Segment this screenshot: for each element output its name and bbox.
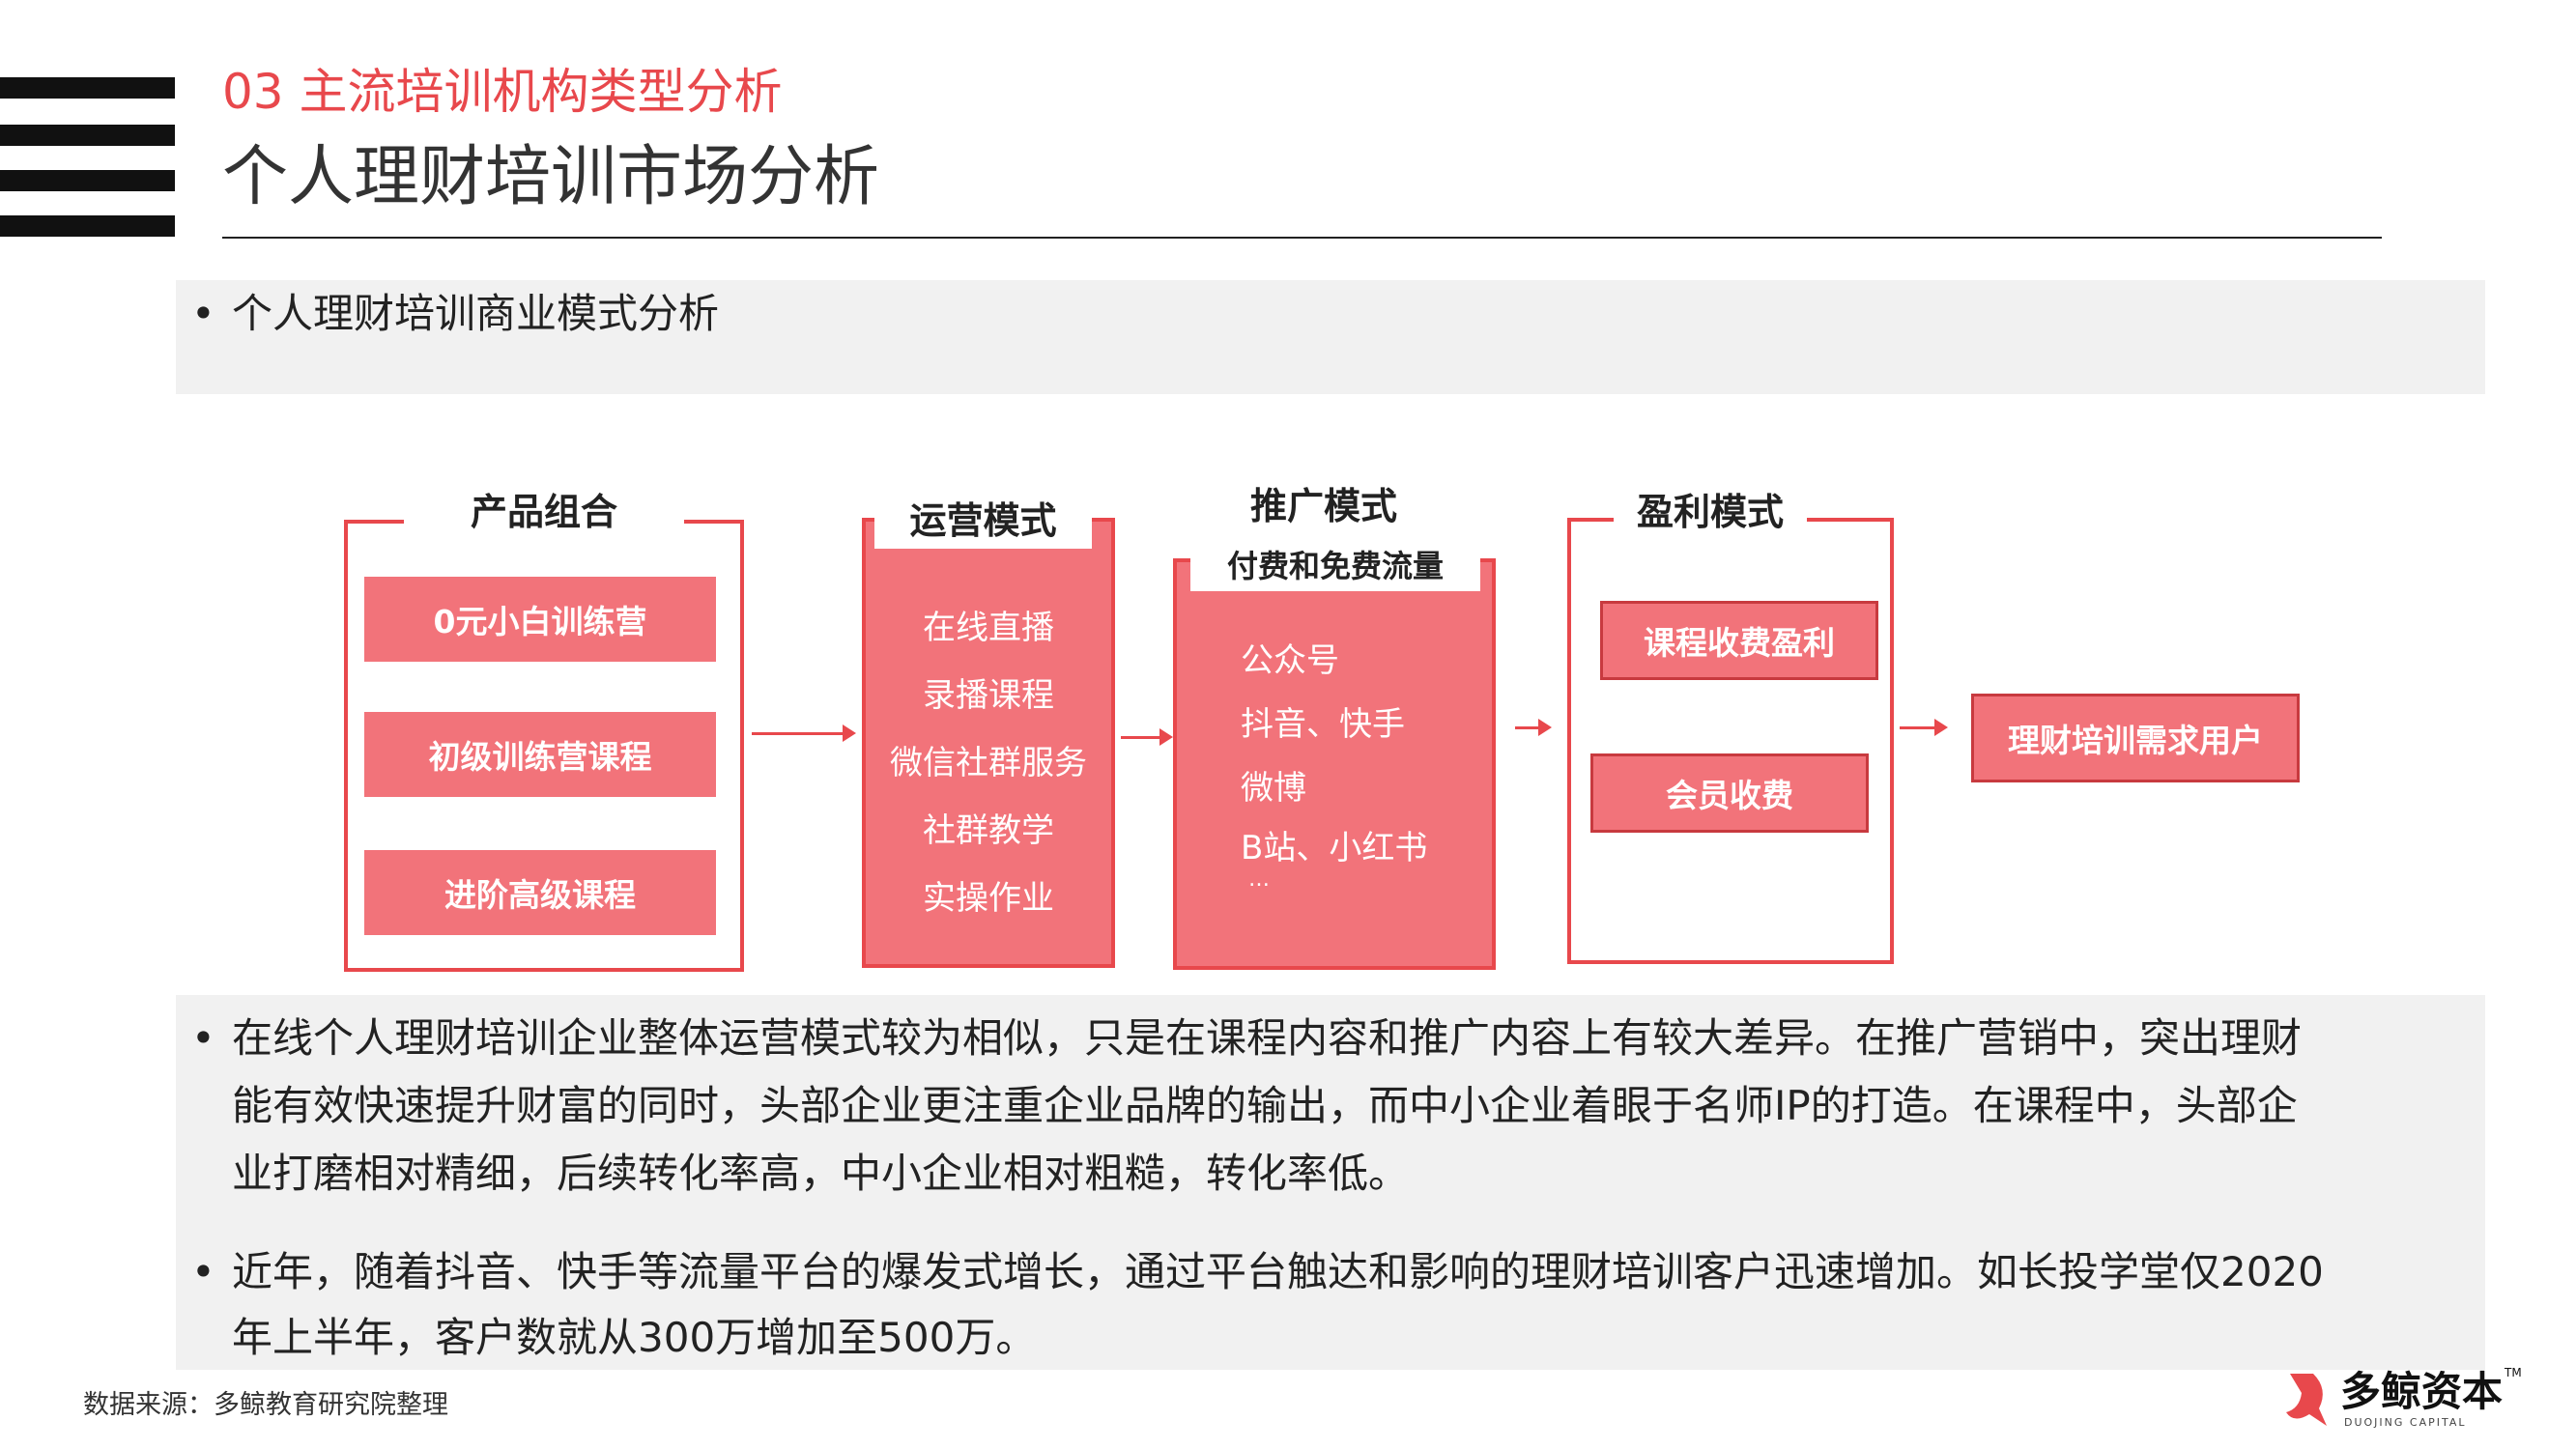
section-label: 03 主流培训机构类型分析 — [222, 64, 783, 120]
top-panel — [176, 280, 2485, 394]
operation-item-4: 实操作业 — [923, 879, 1054, 918]
top-panel-bullet: 个人理财培训商业模式分析 — [232, 290, 720, 337]
paragraph-1-line-3: 业打磨相对精细，后续转化率高，中小企业相对粗糙，转化率低。 — [232, 1150, 1410, 1197]
target-users-box: 理财培训需求用户 — [1971, 694, 2300, 782]
arrow-promotion-to-profit — [1515, 719, 1552, 736]
bullet-dot: • — [191, 1248, 215, 1295]
paragraph-1-line-1: 在线个人理财培训企业整体运营模式较为相似，只是在课程内容和推广内容上有较大差异。… — [232, 1014, 2303, 1062]
company-logo: 多鲸资本 DUOJING CAPITAL TM — [2280, 1366, 2522, 1430]
promotion-item-0: 公众号 — [1241, 641, 1339, 680]
profit-group-title: 盈利模式 — [1614, 491, 1807, 535]
promotion-item-4: … — [1248, 867, 1270, 892]
logo-text: 多鲸资本 — [2340, 1368, 2504, 1415]
promotion-group-subtitle: 付费和免费流量 — [1190, 541, 1480, 591]
product-group-title: 产品组合 — [404, 491, 684, 535]
promotion-item-3: B站、小红书 — [1241, 829, 1428, 867]
promotion-item-2: 微博 — [1241, 769, 1306, 808]
arrow-product-to-operation — [752, 724, 856, 742]
arrow-profit-to-target — [1900, 719, 1948, 736]
bottom-panel — [176, 995, 2485, 1370]
profit-item-0: 课程收费盈利 — [1600, 601, 1878, 680]
header-stripe-1 — [0, 77, 175, 99]
profit-item-1: 会员收费 — [1590, 753, 1869, 833]
paragraph-2-line-1: 近年，随着抖音、快手等流量平台的爆发式增长，通过平台触达和影响的理财培训客户迅速… — [232, 1248, 2324, 1295]
promotion-item-1: 抖音、快手 — [1241, 705, 1405, 744]
operation-item-0: 在线直播 — [923, 609, 1054, 647]
promotion-group-box — [1173, 558, 1496, 970]
profit-group-box — [1567, 518, 1894, 964]
paragraph-2-line-2: 年上半年，客户数就从300万增加至500万。 — [232, 1314, 1037, 1361]
logo-trademark: TM — [2504, 1366, 2522, 1379]
page-title: 个人理财培训市场分析 — [222, 139, 880, 215]
header-stripe-2 — [0, 125, 175, 146]
operation-item-3: 社群教学 — [923, 811, 1054, 850]
arrow-operation-to-promotion — [1121, 728, 1173, 746]
header-stripe-3 — [0, 170, 175, 191]
logo-subtext: DUOJING CAPITAL — [2344, 1416, 2467, 1429]
data-source-note: 数据来源：多鲸教育研究院整理 — [83, 1390, 448, 1420]
product-item-2: 进阶高级课程 — [364, 850, 716, 935]
title-divider — [222, 237, 2382, 239]
operation-group-title: 运营模式 — [874, 493, 1092, 549]
product-item-1: 初级训练营课程 — [364, 712, 716, 797]
bullet-dot: • — [191, 290, 215, 337]
operation-item-1: 录播课程 — [923, 676, 1054, 715]
whale-logo-icon — [2286, 1374, 2327, 1426]
promotion-group-title: 推广模式 — [1249, 485, 1397, 527]
operation-item-2: 微信社群服务 — [890, 744, 1087, 782]
bullet-dot: • — [191, 1014, 215, 1062]
product-item-0: 0元小白训练营 — [364, 577, 716, 662]
paragraph-1-line-2: 能有效快速提升财富的同时，头部企业更注重企业品牌的输出，而中小企业着眼于名师IP… — [232, 1082, 2298, 1129]
header-stripe-4 — [0, 215, 175, 237]
operation-group-box — [862, 518, 1115, 968]
